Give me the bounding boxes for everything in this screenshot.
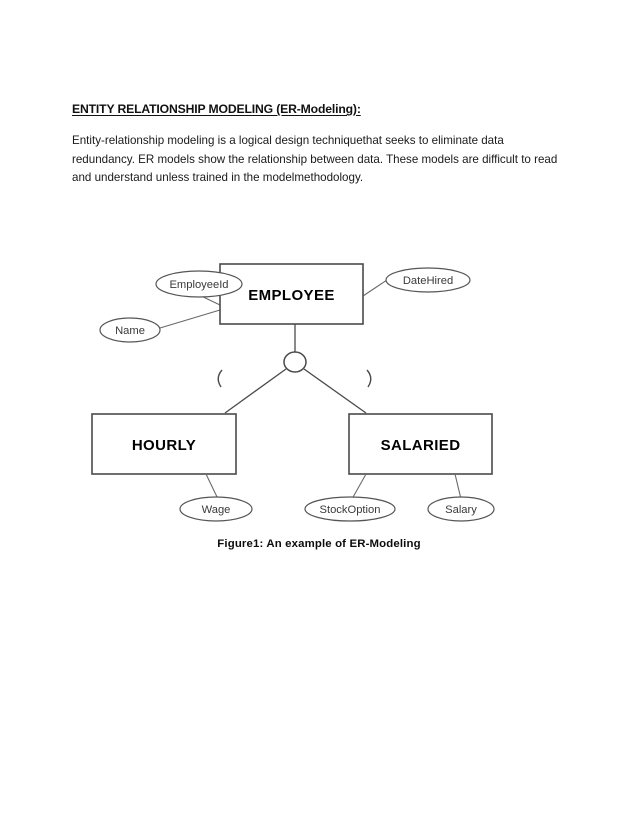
connector-datehired xyxy=(362,277,391,297)
attribute-ellipse-stockoption[interactable] xyxy=(304,496,396,522)
attribute-ellipse-salary[interactable] xyxy=(427,496,495,522)
connector-specialization-to-salaried xyxy=(303,368,367,414)
entity-box-salaried[interactable] xyxy=(348,413,493,475)
cardinality-arc-right xyxy=(366,369,372,388)
figure-caption: Figure1: An example of ER-Modeling xyxy=(217,538,421,550)
attribute-label-wage: Wage xyxy=(202,504,231,516)
attribute-ellipse-wage[interactable] xyxy=(179,496,253,522)
connector-wage xyxy=(205,473,219,500)
connector-stockoption xyxy=(351,473,367,500)
entity-box-hourly[interactable] xyxy=(91,413,237,475)
entity-label-employee: EMPLOYEE xyxy=(248,287,335,304)
cardinality-arc-left xyxy=(217,369,223,388)
page-title: ENTITY RELATIONSHIP MODELING (ER-Modelin… xyxy=(72,102,361,116)
er-diagram: EMPLOYEE EmployeeId Name DateHired xyxy=(70,250,510,540)
attribute-ellipse-employeeid[interactable] xyxy=(155,270,243,298)
attribute-label-salary: Salary xyxy=(445,504,477,516)
attribute-ellipse-name[interactable] xyxy=(99,317,161,343)
entity-label-salaried: SALARIED xyxy=(381,437,461,454)
attribute-label-stockoption: StockOption xyxy=(320,504,381,516)
attribute-label-name: Name xyxy=(115,325,145,337)
connector-specialization-to-hourly xyxy=(224,368,287,414)
entity-label-hourly: HOURLY xyxy=(132,437,196,454)
specialization-circle[interactable] xyxy=(283,351,307,373)
attribute-label-employeeid: EmployeeId xyxy=(169,279,228,291)
attribute-label-datehired: DateHired xyxy=(403,275,453,287)
attribute-ellipse-datehired[interactable] xyxy=(385,267,471,293)
connector-name xyxy=(159,309,221,329)
body-paragraph: Entity-relationship modeling is a logica… xyxy=(72,134,558,185)
connector-salary xyxy=(454,473,462,500)
